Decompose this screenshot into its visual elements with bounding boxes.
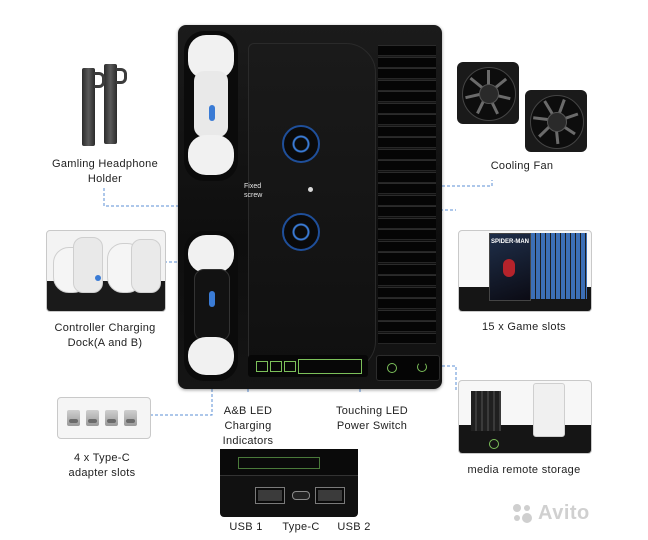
usb1-label: USB 1 <box>229 521 263 533</box>
game-slot <box>378 160 436 171</box>
game-slot <box>378 286 436 298</box>
game-slots-image: SPIDER-MAN <box>458 230 592 312</box>
game-slot <box>378 332 436 344</box>
game-slot <box>378 91 436 102</box>
adapter-slots-image <box>57 397 151 439</box>
usb1-port[interactable] <box>255 487 285 504</box>
usb2-label: USB 2 <box>337 521 371 533</box>
watermark-logo-icon <box>513 504 532 523</box>
game-slot <box>378 321 436 332</box>
upper-fan-icon <box>282 125 320 163</box>
led-power-switch[interactable] <box>376 355 440 381</box>
adapter-slots-label: 4 x Type-C adapter slots <box>68 452 136 479</box>
usb2-port[interactable] <box>315 487 345 504</box>
game-slot <box>378 217 436 229</box>
controller-dock-image <box>46 230 166 312</box>
cooling-fan-image-1 <box>457 62 519 124</box>
center-fan-panel <box>248 43 376 371</box>
game-slots-label: 15 x Game slots <box>482 321 566 333</box>
hook-right <box>104 64 117 144</box>
game-slot-rack <box>378 45 436 345</box>
game-slot <box>378 252 436 263</box>
game-slot <box>378 148 436 160</box>
game-slot <box>378 240 436 252</box>
game-slot <box>378 263 436 275</box>
fixed-screw-label: Fixed screw <box>244 183 263 199</box>
game-slot <box>378 171 436 183</box>
fixed-screw-dot <box>308 187 313 192</box>
controller-b <box>184 231 238 381</box>
media-storage-label: media remote storage <box>467 464 581 476</box>
cooling-fan-image-2 <box>525 90 587 152</box>
game-slot <box>378 68 436 79</box>
game-slot <box>378 56 436 68</box>
hook-left <box>82 68 95 146</box>
game-slot <box>378 206 436 217</box>
watermark-text: Avito <box>538 502 590 524</box>
game-slot <box>378 114 436 125</box>
cooling-fan-label: Cooling Fan <box>490 160 554 172</box>
game-slot <box>378 194 436 206</box>
typec-port[interactable] <box>292 491 310 500</box>
game-slot <box>378 275 436 286</box>
controller-dock-label: Controller Charging Dock(A and B) <box>54 322 156 349</box>
media-storage-image <box>458 380 592 454</box>
led-switch-label: Touching LED Power Switch <box>335 405 409 432</box>
charging-station: Fixed screw <box>178 25 442 389</box>
led-indicators-label: A&B LED Charging Indicators <box>222 405 274 447</box>
headphone-holder-label: Gamling Headphone Holder <box>51 158 158 185</box>
usb-port-panel <box>220 449 358 517</box>
controller-a <box>184 31 238 181</box>
lower-fan-icon <box>282 213 320 251</box>
led-indicator-bar <box>248 355 368 377</box>
game-slot <box>378 102 436 114</box>
game-slot <box>378 309 436 321</box>
game-slot <box>378 125 436 137</box>
game-slot <box>378 298 436 309</box>
typec-label: Type-C <box>282 521 320 533</box>
game-cover-title: SPIDER-MAN <box>491 239 530 245</box>
game-slot <box>378 183 436 194</box>
game-slot <box>378 229 436 240</box>
game-slot <box>378 45 436 56</box>
game-slot <box>378 137 436 148</box>
headphone-holder-image <box>78 64 130 146</box>
game-slot <box>378 79 436 91</box>
